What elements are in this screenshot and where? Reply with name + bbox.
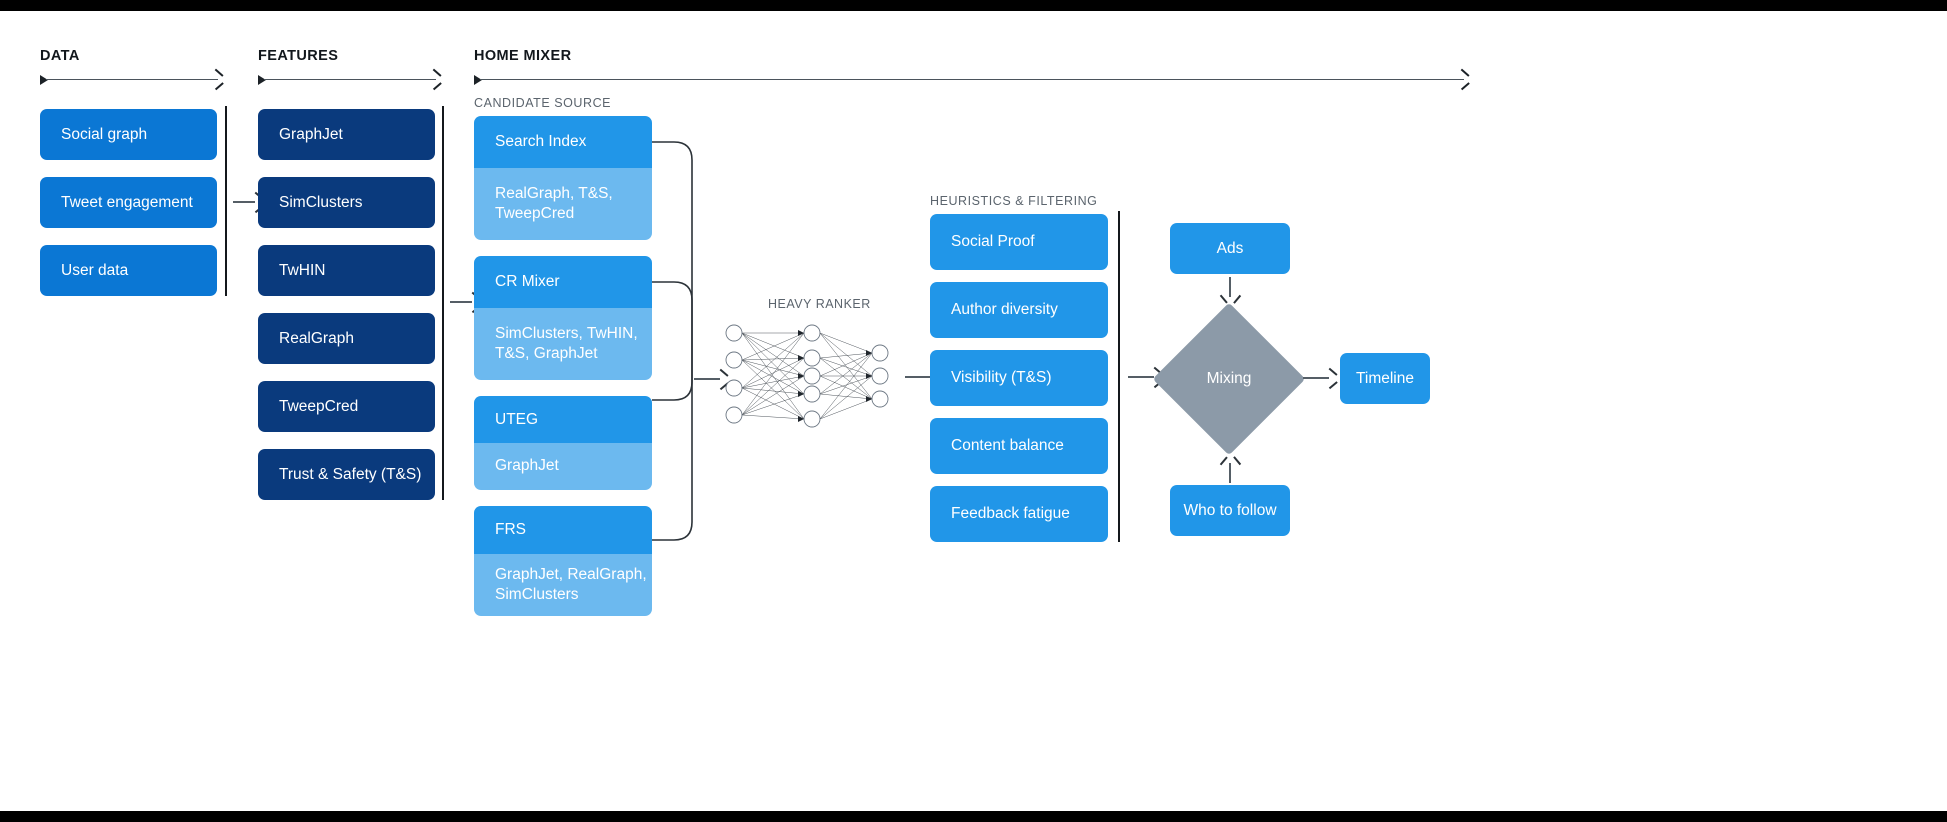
rule-end-chevron-icon	[213, 75, 222, 84]
rule-end-chevron-icon	[1459, 75, 1468, 84]
arrow-features-to-home-mixer	[450, 296, 480, 308]
candidate-source-title: Search Index	[474, 116, 652, 168]
mixing-input-card-ads[interactable]: Ads	[1170, 223, 1290, 274]
card-label: Ads	[1216, 239, 1244, 257]
candidate-source-features: GraphJet, RealGraph, SimClusters	[474, 554, 652, 616]
section-header-home-mixer-rule	[474, 74, 1474, 85]
card-label: GraphJet	[279, 125, 343, 143]
arrow-heuristics-to-mixing	[1128, 371, 1162, 383]
section-header-features-label: FEATURES	[258, 48, 339, 64]
mixing-input-card-who-to-follow[interactable]: Who to follow	[1170, 485, 1290, 536]
divider-heuristics-mixing	[1118, 211, 1120, 542]
section-header-home-mixer-label: HOME MIXER	[474, 48, 572, 64]
candidate-source-features: RealGraph, T&S, TweepCred	[474, 168, 652, 240]
candidate-source-uteg[interactable]: UTEG GraphJet	[474, 396, 652, 490]
card-label: User data	[61, 261, 129, 279]
feature-card-trust-and-safety[interactable]: Trust & Safety (T&S)	[258, 449, 435, 500]
section-header-data-rule	[40, 74, 222, 85]
section-header-features: FEATURES	[258, 49, 440, 85]
heavy-ranker-network	[725, 324, 889, 428]
card-label: Feedback fatigue	[951, 505, 1070, 522]
card-label: RealGraph	[279, 329, 354, 347]
feature-card-tweepcred[interactable]: TweepCred	[258, 381, 435, 432]
card-label: Content balance	[951, 437, 1064, 454]
rule-start-triangle-icon	[40, 74, 48, 85]
section-header-data: DATA	[40, 49, 222, 85]
card-label: Social graph	[61, 125, 148, 143]
candidate-source-title: CR Mixer	[474, 256, 652, 308]
arrow-who-to-follow-to-mixing	[1224, 457, 1236, 483]
feature-card-graphjet[interactable]: GraphJet	[258, 109, 435, 160]
card-label: Tweet engagement	[61, 193, 193, 211]
heuristic-card-visibility[interactable]: Visibility (T&S)	[930, 350, 1108, 406]
data-card-user-data[interactable]: User data	[40, 245, 217, 296]
output-card-timeline[interactable]: Timeline	[1340, 353, 1430, 404]
feature-card-twhin[interactable]: TwHIN	[258, 245, 435, 296]
arrow-candidate-sources-to-ranker	[694, 373, 728, 385]
data-card-social-graph[interactable]: Social graph	[40, 109, 217, 160]
divider-data-features	[225, 106, 227, 296]
arrow-ranker-to-heuristics	[905, 371, 939, 383]
subsection-header-candidate-source: CANDIDATE SOURCE	[474, 96, 612, 110]
divider-features-home-mixer	[442, 106, 444, 500]
candidate-source-frs[interactable]: FRS GraphJet, RealGraph, SimClusters	[474, 506, 652, 616]
subsection-header-heuristics: HEURISTICS & FILTERING	[930, 194, 1098, 208]
rule-end-chevron-icon	[431, 75, 440, 84]
arrow-mixing-to-timeline	[1303, 372, 1337, 384]
candidate-source-features: SimClusters, TwHIN, T&S, GraphJet	[474, 308, 652, 380]
card-label: Social Proof	[951, 233, 1035, 250]
diagram-canvas: DATA FEATURES HOME MIXER CANDIDATE SOURC…	[0, 11, 1947, 811]
section-header-features-rule	[258, 74, 440, 85]
card-label: TwHIN	[279, 261, 326, 279]
card-label: Visibility (T&S)	[951, 369, 1052, 386]
card-label: Timeline	[1356, 369, 1414, 387]
arrow-data-to-features	[233, 196, 263, 208]
heuristic-card-social-proof[interactable]: Social Proof	[930, 214, 1108, 270]
card-label: Trust & Safety (T&S)	[279, 465, 422, 483]
mixing-diamond-label: Mixing	[1206, 370, 1252, 387]
heuristic-card-author-diversity[interactable]: Author diversity	[930, 282, 1108, 338]
card-label: Author diversity	[951, 301, 1058, 318]
card-label: Who to follow	[1183, 501, 1277, 519]
arrow-ads-to-mixing	[1224, 277, 1236, 303]
heuristic-card-feedback-fatigue[interactable]: Feedback fatigue	[930, 486, 1108, 542]
bottom-letterbox-bar	[0, 811, 1947, 822]
rule-start-triangle-icon	[258, 74, 266, 85]
card-label: SimClusters	[279, 193, 363, 211]
heavy-ranker-title: HEAVY RANKER	[768, 297, 871, 311]
section-header-data-label: DATA	[40, 48, 80, 64]
top-letterbox-bar	[0, 0, 1947, 11]
candidate-source-features: GraphJet	[474, 443, 652, 490]
feature-card-realgraph[interactable]: RealGraph	[258, 313, 435, 364]
rule-start-triangle-icon	[474, 74, 482, 85]
card-label: TweepCred	[279, 397, 359, 415]
feature-card-simclusters[interactable]: SimClusters	[258, 177, 435, 228]
candidate-source-title: FRS	[474, 506, 652, 554]
heuristic-card-content-balance[interactable]: Content balance	[930, 418, 1108, 474]
candidate-source-search-index[interactable]: Search Index RealGraph, T&S, TweepCred	[474, 116, 652, 240]
candidate-source-cr-mixer[interactable]: CR Mixer SimClusters, TwHIN, T&S, GraphJ…	[474, 256, 652, 380]
candidate-source-title: UTEG	[474, 396, 652, 443]
section-header-home-mixer: HOME MIXER	[474, 49, 1474, 85]
data-card-tweet-engagement[interactable]: Tweet engagement	[40, 177, 217, 228]
